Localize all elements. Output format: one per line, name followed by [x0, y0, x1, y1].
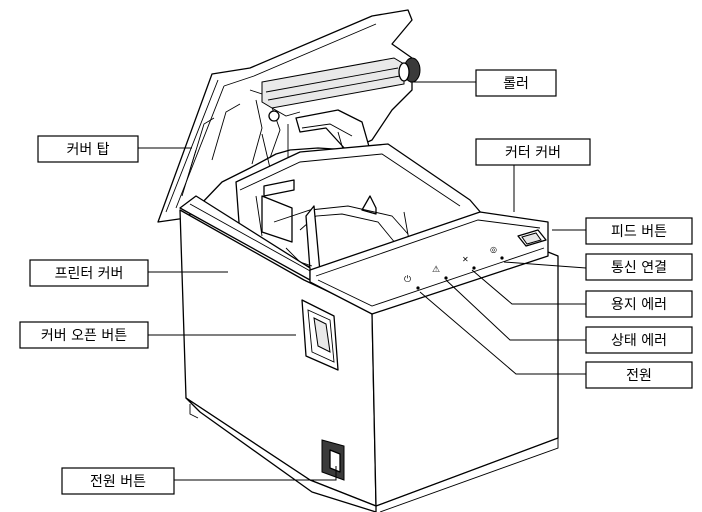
- callout-cutter-cover: 커터 커버: [475, 138, 591, 166]
- paper-cavity: [235, 143, 483, 273]
- callout-feed-button: 피드 버튼: [585, 217, 693, 245]
- label-comm-link: 통신 연결: [611, 260, 667, 276]
- label-roller: 롤러: [503, 76, 529, 92]
- callout-comm-link: 통신 연결: [585, 253, 693, 281]
- callout-power-button: 전원 버튼: [61, 467, 175, 495]
- label-power-button: 전원 버튼: [90, 474, 146, 490]
- callout-cover-top: 커버 탑: [37, 135, 139, 163]
- label-feed-button: 피드 버튼: [611, 224, 667, 240]
- label-power: 전원: [626, 368, 652, 384]
- comm-led-icon: ◎: [490, 245, 497, 254]
- label-cover-top: 커버 탑: [66, 142, 109, 158]
- warning-led-icon: ⚠: [432, 265, 440, 275]
- label-cover-open-button: 커버 오픈 버튼: [41, 328, 127, 344]
- roller: [261, 57, 421, 117]
- feed-button-shape: [517, 229, 547, 247]
- label-status-error: 상태 에러: [611, 333, 667, 349]
- callout-paper-error: 용지 에러: [585, 290, 693, 318]
- power-led-icon: ⏻: [404, 274, 411, 285]
- paper-led-icon: ✕: [462, 255, 469, 264]
- label-paper-error: 용지 에러: [611, 297, 667, 313]
- printer-housing: [179, 209, 559, 512]
- printer-illustration: ⏻ ⚠ ✕ ◎: [157, 9, 559, 512]
- leader-lines: [138, 81, 587, 481]
- callout-roller: 롤러: [475, 69, 557, 97]
- callout-printer-cover: 프린터 커버: [29, 259, 149, 287]
- cover-open-button-shape: [301, 299, 339, 371]
- callout-status-error: 상태 에러: [585, 326, 693, 354]
- callout-power: 전원: [585, 361, 693, 389]
- callout-cover-open-button: 커버 오픈 버튼: [19, 321, 149, 349]
- label-cutter-cover: 커터 커버: [505, 145, 561, 161]
- indicator-panel: ⏻ ⚠ ✕ ◎: [404, 245, 504, 290]
- power-switch-shape: [321, 439, 345, 481]
- label-printer-cover: 프린터 커버: [55, 266, 124, 282]
